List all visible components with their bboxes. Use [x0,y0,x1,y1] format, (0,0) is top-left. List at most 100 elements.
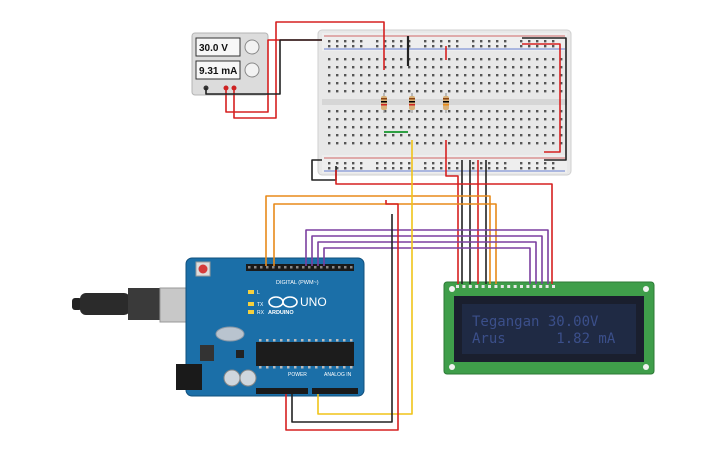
breadboard-hole [328,90,331,93]
breadboard-hole [480,82,483,85]
rail-hole [480,162,483,165]
breadboard-hole [328,126,331,129]
rail-hole [504,45,507,48]
voltage-regulator [200,345,214,361]
lcd-pin [520,285,523,288]
breadboard-hole [480,74,483,77]
breadboard-hole [560,90,563,93]
breadboard-hole [352,82,355,85]
arduino-logo [268,296,298,308]
breadboard-hole [496,82,499,85]
chip-pin [280,366,283,369]
breadboard-hole [552,118,555,121]
breadboard-hole [560,134,563,137]
rail-hole [408,45,411,48]
breadboard-hole [456,126,459,129]
wire-orange-1 [265,195,491,284]
breadboard-hole [512,142,515,145]
breadboard-hole [368,134,371,137]
analog-header-label: ANALOG IN [324,372,352,378]
rail-hole [504,40,507,43]
arduino-model: UNO [300,295,327,309]
breadboard-hole [368,126,371,129]
breadboard-hole [504,142,507,145]
breadboard-hole [448,134,451,137]
breadboard-hole [336,66,339,69]
rail-hole [328,40,331,43]
breadboard-hole [424,118,427,121]
breadboard-hole [376,58,379,61]
rail-hole [376,167,379,170]
breadboard-hole [536,126,539,129]
rail-hole [352,162,355,165]
breadboard-hole [408,58,411,61]
chip-pin [259,366,262,369]
header-pin [320,266,323,269]
chip-pin [308,339,311,342]
breadboard-hole [560,126,563,129]
header-pin [272,266,275,269]
breadboard-hole [496,90,499,93]
wire-purple-1 [305,229,549,284]
breadboard-hole [448,90,451,93]
rail-hole [440,45,443,48]
breadboard-hole [560,74,563,77]
breadboard-hole [392,66,395,69]
chip-pin [301,339,304,342]
small-chip [236,350,244,358]
breadboard-hole [456,118,459,121]
breadboard-hole [496,134,499,137]
breadboard-hole [352,110,355,113]
breadboard-hole [440,118,443,121]
chip-pin [329,366,332,369]
rail-hole [552,45,555,48]
wire-rail-right-black [522,37,567,161]
chip-pin [266,366,269,369]
breadboard-hole [352,134,355,137]
breadboard-hole [424,90,427,93]
rail-hole [360,162,363,165]
rail-hole [496,40,499,43]
header-pin [278,266,281,269]
digital-header-label: DIGITAL (PWM~) [276,280,319,286]
breadboard-hole [408,126,411,129]
header-pin [290,266,293,269]
breadboard-hole [448,66,451,69]
rail-hole [360,40,363,43]
breadboard-hole [392,134,395,137]
led-rx-label: RX [257,310,265,316]
rail-hole [528,162,531,165]
breadboard-hole [416,74,419,77]
breadboard-hole [328,66,331,69]
breadboard-hole [368,142,371,145]
breadboard-hole [480,126,483,129]
breadboard-hole [424,134,427,137]
voltage-knob[interactable] [244,39,260,55]
arduino-brand: ARDUINO [268,310,294,316]
rail-hole [448,40,451,43]
rail-hole [536,40,539,43]
chip-pin [259,339,262,342]
breadboard-hole [416,134,419,137]
breadboard-hole [336,58,339,61]
rail-hole [328,167,331,170]
lcd-screen [462,304,636,354]
rail-hole [488,167,491,170]
breadboard-hole [416,126,419,129]
breadboard-hole [384,90,387,93]
breadboard-hole [440,134,443,137]
breadboard-hole [464,66,467,69]
breadboard-hole [336,142,339,145]
breadboard-hole [376,142,379,145]
breadboard-hole [360,66,363,69]
reset-button[interactable] [198,264,208,274]
header-pin [266,266,269,269]
breadboard-hole [496,118,499,121]
wire-orange-2 [273,203,497,284]
breadboard-hole [408,90,411,93]
header-pin [344,266,347,269]
breadboard-hole [448,74,451,77]
breadboard-hole [504,74,507,77]
breadboard-hole [528,134,531,137]
current-knob[interactable] [244,62,260,78]
